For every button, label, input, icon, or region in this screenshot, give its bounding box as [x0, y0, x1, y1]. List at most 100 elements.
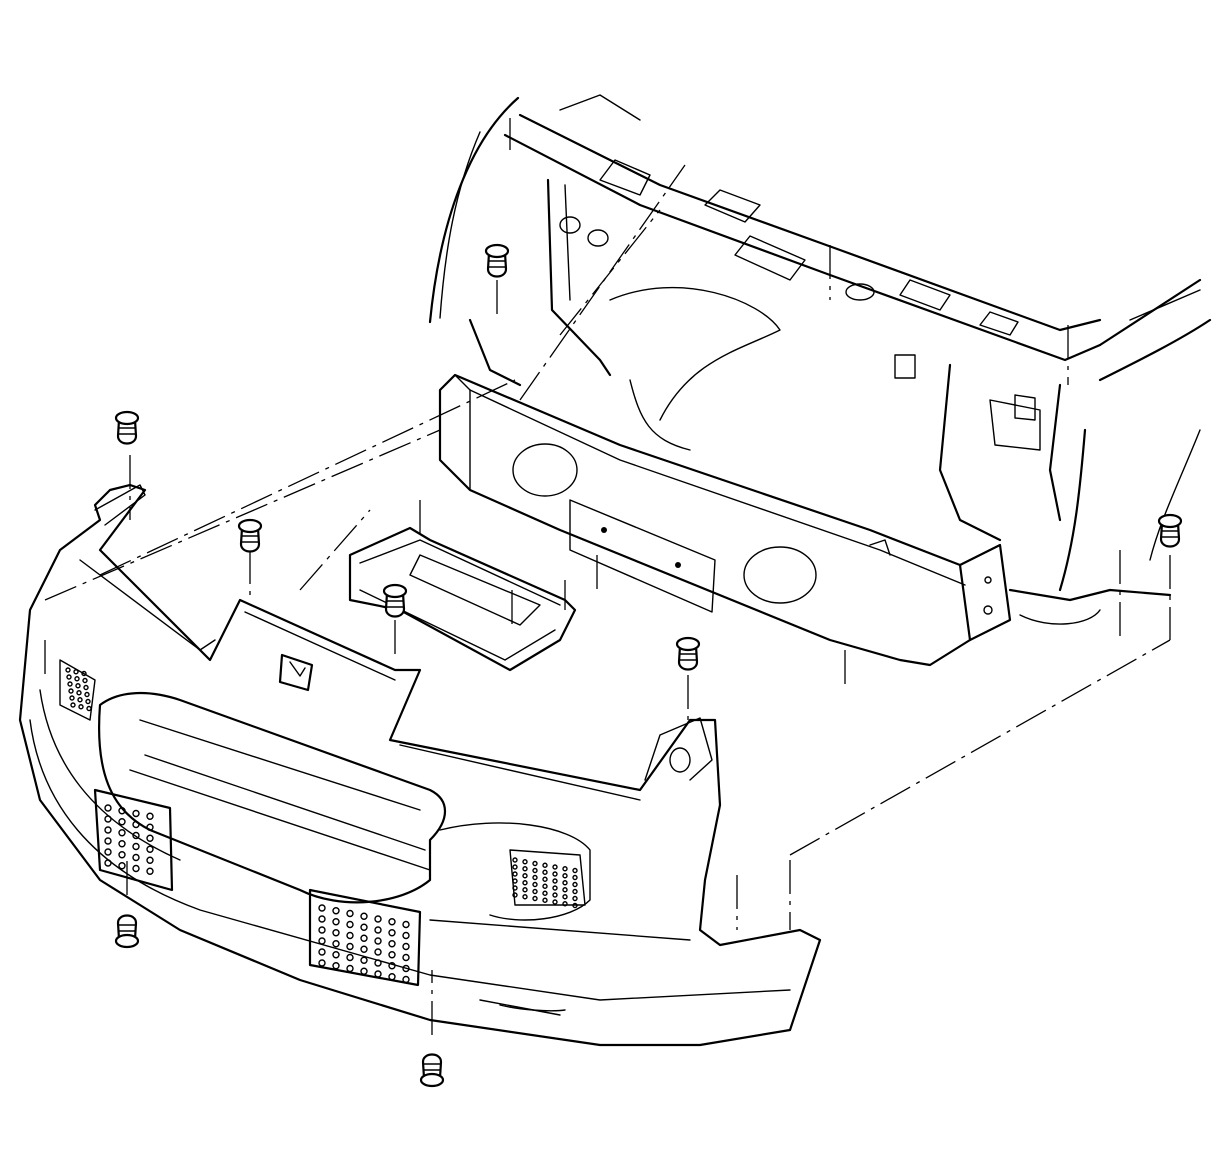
grille-dot	[388, 951, 396, 959]
grille-dot	[318, 915, 326, 923]
grille-dot	[402, 942, 410, 951]
grille-dot	[572, 902, 578, 909]
grille-dot	[572, 895, 578, 902]
grille-dot	[146, 834, 154, 842]
push-pin-retainer-icon	[419, 1053, 445, 1088]
grille-dot	[132, 853, 140, 862]
grille-dot	[552, 899, 558, 905]
grille-dot	[532, 874, 538, 881]
grille-dot	[512, 892, 518, 898]
grille-dot	[332, 951, 340, 959]
grille-dot	[84, 691, 90, 698]
grille-dot	[104, 804, 112, 812]
grille-dot	[402, 920, 410, 929]
grille-dot	[542, 869, 548, 875]
grille-dot	[388, 973, 396, 981]
grille-dot	[562, 894, 568, 900]
grille-dot	[552, 892, 558, 898]
grille-dot	[146, 812, 154, 820]
grille-dot	[374, 915, 382, 923]
grille-dot	[374, 937, 382, 945]
grille-dot	[360, 912, 368, 920]
grille-dot	[532, 867, 538, 874]
grille-dot	[512, 885, 518, 891]
grille-dot	[74, 676, 80, 682]
grille-dot	[552, 864, 558, 870]
grille-dot	[67, 681, 73, 687]
leader-lines	[44, 118, 1171, 1035]
grille-dot	[562, 901, 568, 907]
grille-dot	[522, 866, 528, 872]
grille-dot	[146, 823, 154, 831]
grille-dot	[346, 964, 354, 973]
grille-dot	[562, 866, 568, 872]
grille-dot	[388, 929, 396, 937]
grille-dot	[360, 956, 368, 964]
grille-dot	[512, 864, 518, 870]
grille-dot	[76, 690, 82, 696]
push-pin-retainer-icon	[114, 410, 140, 445]
grille-dot	[388, 940, 396, 948]
grille-dot	[374, 959, 382, 967]
grille-dot	[104, 815, 112, 823]
grille-dot	[346, 920, 354, 929]
grille-dot	[402, 931, 410, 940]
push-pin-retainer-icon	[675, 636, 701, 671]
grille-dot	[146, 845, 154, 853]
grille-dot	[512, 857, 518, 863]
grille-dot	[81, 670, 87, 677]
grille-dot	[360, 934, 368, 942]
grille-dot	[346, 942, 354, 951]
grille-dot	[318, 948, 326, 956]
grille-dot	[118, 851, 126, 859]
grille-dot	[542, 883, 548, 889]
push-pin-retainer-icon	[1157, 513, 1183, 548]
grille-dot	[118, 818, 126, 826]
grille-dot	[512, 878, 518, 884]
grille-dot	[132, 809, 140, 818]
emblem-icon	[278, 653, 314, 692]
grille-dot	[318, 904, 326, 912]
push-pin-retainer-icon	[484, 243, 510, 278]
fascia-center-bracket-icon	[348, 526, 577, 672]
grille-dot	[402, 953, 410, 962]
grille-dot	[83, 684, 89, 691]
grille-dot	[360, 967, 368, 975]
grille-dot	[104, 837, 112, 845]
grille-dot	[146, 867, 154, 875]
grille-dot	[146, 856, 154, 864]
grille-dot	[85, 698, 91, 705]
grille-dot	[132, 831, 140, 840]
grille-dot	[69, 695, 75, 701]
grille-dot	[552, 871, 558, 877]
grille-dot	[572, 888, 578, 895]
fog-lamp-grille-icon	[65, 667, 578, 984]
grille-dot	[132, 820, 140, 829]
grille-dot	[346, 953, 354, 962]
bumper-impact-bar-icon	[438, 373, 1172, 667]
grille-dot	[532, 860, 538, 867]
grille-dot	[118, 862, 126, 870]
grille-dot	[332, 962, 340, 970]
grille-dot	[65, 667, 71, 673]
grille-dot	[68, 688, 74, 694]
grille-dot	[512, 871, 518, 877]
grille-dot	[70, 702, 76, 708]
push-pin-retainer-icon	[382, 583, 408, 618]
grille-dot	[66, 674, 72, 680]
grille-dot	[532, 895, 538, 902]
grille-dot	[318, 937, 326, 945]
grille-dot	[132, 842, 140, 851]
grille-dot	[532, 881, 538, 888]
grille-dot	[522, 887, 528, 893]
grille-dot	[522, 859, 528, 865]
grille-dot	[388, 962, 396, 970]
grille-dot	[104, 848, 112, 856]
grille-dot	[332, 918, 340, 926]
push-pin-retainer-icon	[114, 914, 140, 949]
grille-dot	[332, 940, 340, 948]
grille-dot	[562, 887, 568, 893]
grille-dot	[318, 959, 326, 967]
grille-dot	[374, 948, 382, 956]
